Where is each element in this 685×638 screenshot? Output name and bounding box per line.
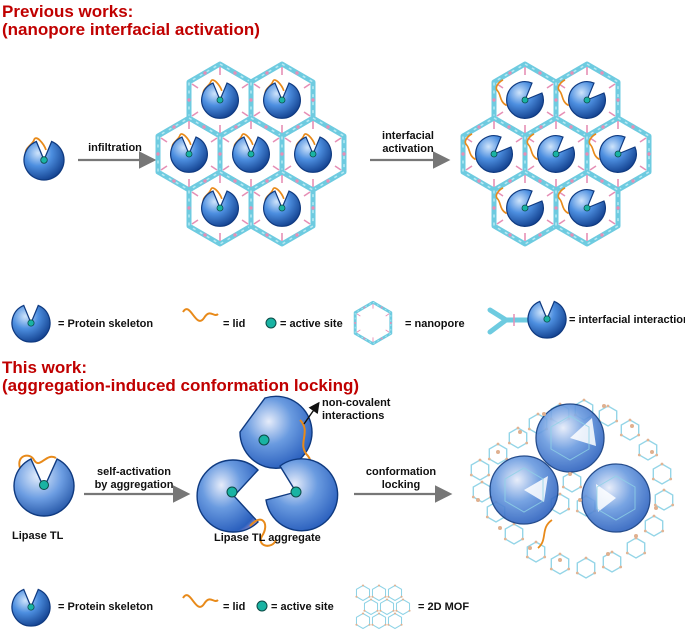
protein-skeleton-icon <box>11 304 51 343</box>
lipase-aggregate <box>196 395 339 547</box>
legend-active-site-label: = active site <box>280 318 343 330</box>
legend2-protein-label: = Protein skeleton <box>58 601 154 613</box>
this-work-title: This work: <box>2 358 88 377</box>
self-activation-label-line2: by aggregation <box>94 479 174 491</box>
legend-lid-label: = lid <box>223 318 246 330</box>
protein-with-lid-icon <box>23 137 65 181</box>
self-activation-label-line1: self-activation <box>97 466 171 478</box>
interfacial-interaction-icon <box>487 300 567 339</box>
conformation-label-line1: conformation <box>365 466 437 478</box>
interfacial-label-line1: interfacial <box>382 130 434 142</box>
conformation-label-line2: locking <box>381 479 421 491</box>
nanopore-icon <box>352 300 394 346</box>
legend-interfacial-label: = interfacial interaction <box>569 314 685 326</box>
active-site-icon-2 <box>256 600 268 612</box>
mof-locked-aggregate <box>469 397 675 579</box>
nanopore-lattice-after <box>461 64 650 244</box>
legend2-active-site-label: = active site <box>271 601 334 613</box>
noncovalent-label-line2: interactions <box>322 410 385 422</box>
legend-nanopore-label: = nanopore <box>405 318 465 330</box>
interfacial-label-line2: activation <box>382 143 434 155</box>
noncovalent-label-line1: non-covalent <box>322 397 391 409</box>
noncovalent-pointer-arrow <box>303 401 320 425</box>
legend-protein-label: = Protein skeleton <box>58 318 154 330</box>
previous-works-subtitle: (nanopore interfacial activation) <box>2 20 260 39</box>
lipase-tl-icon <box>13 454 75 517</box>
active-site-icon <box>265 317 277 329</box>
lipase-aggregate-label: Lipase TL aggregate <box>214 532 321 544</box>
this-work-subtitle: (aggregation-induced conformation lockin… <box>2 376 359 395</box>
lid-icon <box>182 308 219 322</box>
legend2-mof-label: = 2D MOF <box>418 601 470 613</box>
lipase-tl-label: Lipase TL <box>12 530 64 542</box>
protein-skeleton-icon-2 <box>11 588 51 627</box>
legend2-lid-label: = lid <box>223 601 246 613</box>
lid-icon-2 <box>182 594 219 608</box>
mof-2d-icon <box>354 583 412 630</box>
nanopore-lattice-before <box>156 64 345 244</box>
previous-works-title: Previous works: <box>2 2 134 21</box>
infiltration-label: infiltration <box>88 142 142 154</box>
